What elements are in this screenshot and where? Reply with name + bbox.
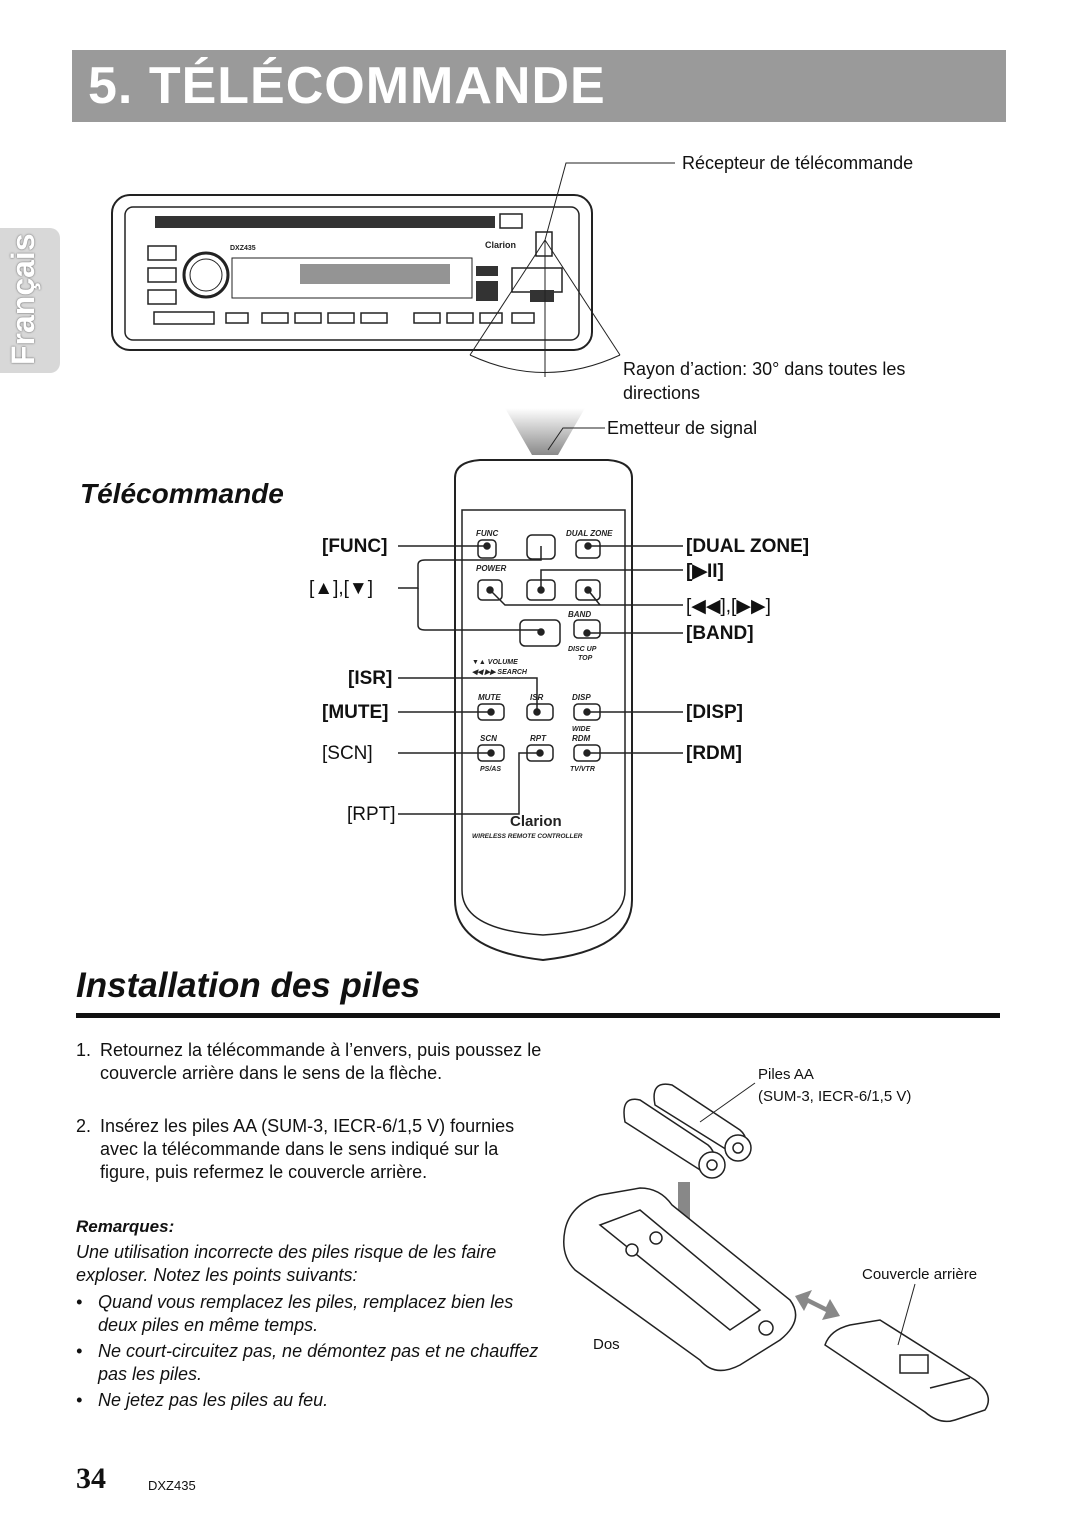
installation-heading: Installation des piles	[76, 966, 421, 1005]
label-isr: [ISR]	[348, 668, 393, 689]
key-search-text: ◀◀ ▶▶ SEARCH	[472, 669, 528, 676]
battery-spec-label: (SUM-3, IECR-6/1,5 V)	[758, 1088, 912, 1105]
battery-label: Piles AA	[758, 1066, 814, 1083]
label-rpt: [RPT]	[347, 804, 396, 825]
title-bar	[72, 50, 1006, 122]
remote-subtitle-text: WIRELESS REMOTE CONTROLLER	[472, 833, 583, 840]
key-disp-text: DISP	[572, 693, 591, 702]
label-rew-ff: [◀◀],[▶▶]	[686, 596, 771, 617]
remote-key-texts: FUNC POWER DUAL ZONE BAND DISC UP TOP ▼▲…	[472, 529, 613, 840]
head-unit-illustration	[111, 194, 593, 351]
heading-rule	[76, 1013, 1000, 1018]
back-label: Dos	[593, 1336, 620, 1353]
language-tab	[0, 228, 60, 373]
key-band-text: BAND	[568, 610, 591, 619]
page-title: 5. TÉLÉCOMMANDE	[88, 57, 606, 115]
remark-bullet-3-text: Ne jetez pas les piles au feu.	[98, 1390, 329, 1410]
leader-lines-left	[398, 542, 545, 815]
range-label: Rayon d’action: 30° dans toutes les dire…	[623, 359, 906, 403]
batteries-illustration	[623, 1083, 752, 1179]
key-top-text: TOP	[578, 655, 593, 662]
label-band: [BAND]	[686, 623, 754, 644]
label-dual-zone: [DUAL ZONE]	[686, 536, 810, 557]
remote-back-illustration	[563, 1187, 797, 1372]
page-number: 34	[76, 1462, 106, 1495]
label-up-down: [▲],[▼]	[309, 578, 374, 599]
step-2-number: 2.	[76, 1116, 92, 1136]
remark-bullet-1: • Quand vous remplacez les piles, rempla…	[76, 1291, 546, 1337]
step-2-text: Insérez les piles AA (SUM-3, IECR-6/1,5 …	[100, 1116, 515, 1182]
step-1-number: 1.	[76, 1040, 92, 1060]
step-2: 2. Insérez les piles AA (SUM-3, IECR-6/1…	[76, 1115, 546, 1184]
key-dualzone-text: DUAL ZONE	[566, 529, 613, 538]
remote-heading: Télécommande	[80, 478, 284, 509]
head-unit-text: DXZ435 Clarion	[230, 240, 516, 252]
label-scn: [SCN]	[322, 743, 373, 764]
key-func-text: FUNC	[476, 529, 498, 538]
remote-brand-text: Clarion	[510, 813, 562, 830]
cover-label: Couvercle arrière	[862, 1266, 978, 1283]
key-power-text: POWER	[476, 564, 506, 573]
leader-lines-right	[486, 542, 683, 757]
key-discup-text: DISC UP	[568, 646, 597, 653]
key-rpt-text: RPT	[530, 734, 547, 743]
step-1-text: Retournez la télécommande à l’envers, pu…	[100, 1040, 542, 1083]
remark-bullet-2-text: Ne court-circuitez pas, ne démontez pas …	[98, 1341, 539, 1384]
step-1: 1. Retournez la télécommande à l’envers,…	[76, 1039, 546, 1085]
label-func: [FUNC]	[322, 536, 388, 557]
label-rdm: [RDM]	[686, 743, 742, 764]
remark-bullet-2: • Ne court-circuitez pas, ne démontez pa…	[76, 1340, 546, 1386]
cover-illustration	[824, 1319, 990, 1423]
key-tvvtr-text: TV/VTR	[570, 766, 595, 773]
receiver-label: Récepteur de télécommande	[682, 153, 914, 173]
key-wide-text: WIDE	[572, 726, 591, 733]
key-psas-text: PS/AS	[480, 766, 501, 773]
model-text: DXZ435	[230, 245, 256, 252]
key-volume-text: ▼▲ VOLUME	[472, 659, 518, 666]
footer-model: DXZ435	[148, 1478, 196, 1493]
label-mute: [MUTE]	[322, 702, 389, 723]
label-play-pause: [▶II]	[686, 561, 724, 582]
label-disp: [DISP]	[686, 702, 743, 723]
remark-bullet-3: • Ne jetez pas les piles au feu.	[76, 1389, 546, 1412]
remarks-intro: Une utilisation incorrecte des piles ris…	[76, 1242, 497, 1285]
remark-bullet-1-text: Quand vous remplacez les piles, remplace…	[98, 1292, 514, 1335]
key-rdm-text: RDM	[572, 734, 591, 743]
emitter-label: Emetteur de signal	[607, 418, 758, 438]
remarks-title: Remarques:	[76, 1217, 175, 1236]
brand-text: Clarion	[485, 240, 516, 250]
key-mute-text: MUTE	[478, 693, 501, 702]
key-scn-text: SCN	[480, 734, 497, 743]
